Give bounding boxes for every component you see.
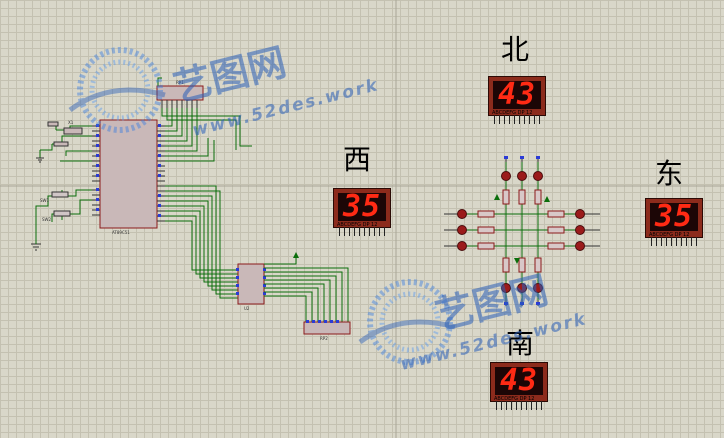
resistor-pack-top-wires bbox=[157, 77, 252, 162]
display-south-digits: 43 bbox=[499, 363, 539, 398]
direction-label-west: 西 bbox=[343, 143, 372, 176]
mcu-pin-dots bbox=[96, 124, 161, 217]
traffic-leds bbox=[457, 171, 585, 293]
driver-chip bbox=[237, 263, 265, 305]
resistor-pack-top-label: RP1 bbox=[176, 80, 184, 85]
power-arrow-intersection-2 bbox=[514, 258, 520, 264]
display-south-pin-label: ABCDEFG DP 12 bbox=[494, 396, 535, 402]
display-south-frame: 43 bbox=[490, 362, 548, 402]
display-north-pin-label: ABCDEFG DP 12 bbox=[492, 110, 533, 116]
display-north-pins bbox=[494, 115, 540, 124]
direction-label-north: 北 bbox=[501, 33, 530, 66]
driver-output-wires bbox=[264, 256, 349, 322]
capacitor-2 bbox=[47, 121, 59, 127]
data-bus-wires bbox=[165, 185, 238, 299]
resistor-pack-bottom bbox=[303, 321, 351, 335]
driver-chip-label: U2 bbox=[244, 306, 250, 311]
display-north[interactable]: 43 ABCDEFG DP 12 bbox=[488, 76, 546, 124]
display-east-pin-label: ABCDEFG DP 12 bbox=[649, 232, 690, 238]
switch-sw1-label: SW1 bbox=[40, 198, 50, 203]
ground-left-2 bbox=[31, 243, 41, 251]
display-south-pins bbox=[496, 401, 542, 410]
resistor-pack-top-pins bbox=[161, 100, 198, 108]
mcu-label: AT89C51 bbox=[112, 230, 130, 235]
resistor-pack-bottom-label: RP2 bbox=[320, 336, 328, 341]
power-arrow-intersection-1 bbox=[494, 194, 500, 200]
display-east-digits: 35 bbox=[654, 199, 694, 234]
crystal-label: X1 bbox=[68, 120, 74, 125]
display-west-frame: 35 bbox=[333, 188, 391, 228]
display-north-frame: 43 bbox=[488, 76, 546, 116]
display-west-digits: 35 bbox=[342, 189, 382, 224]
display-east[interactable]: 35 ABCDEFG DP 12 bbox=[645, 198, 703, 246]
ground-left-1 bbox=[36, 157, 44, 163]
mcu-chip bbox=[99, 119, 158, 229]
resistors-vertical bbox=[502, 189, 542, 273]
led-end-stubs bbox=[444, 213, 600, 247]
display-west[interactable]: 35 ABCDEFG DP 12 bbox=[333, 188, 391, 236]
switch-sw1 bbox=[51, 191, 69, 198]
direction-label-east: 东 bbox=[655, 157, 684, 190]
display-east-frame: 35 bbox=[645, 198, 703, 238]
intersection-pin-dots bbox=[504, 156, 540, 305]
power-arrow-driver bbox=[293, 252, 299, 258]
switch-sw2 bbox=[53, 210, 71, 217]
crystal bbox=[63, 127, 83, 135]
display-south[interactable]: 43 ABCDEFG DP 12 bbox=[490, 362, 548, 410]
driver-chip-dots bbox=[236, 268, 266, 295]
resistor-pack-bottom-dots bbox=[306, 320, 339, 323]
switch-sw2-label: SW2 bbox=[42, 217, 52, 222]
display-west-pin-label: ABCDEFG DP 12 bbox=[337, 222, 378, 228]
clock-circuit bbox=[39, 123, 92, 162]
resistor-pack-top bbox=[156, 85, 204, 101]
display-north-digits: 43 bbox=[497, 77, 537, 112]
mcu-left-pins bbox=[92, 125, 100, 216]
power-arrow-intersection-3 bbox=[544, 196, 550, 202]
resistors-horizontal bbox=[477, 210, 565, 250]
display-west-pins bbox=[339, 227, 385, 236]
capacitor-1 bbox=[53, 141, 69, 147]
direction-label-south: 南 bbox=[506, 327, 535, 360]
display-east-pins bbox=[651, 237, 697, 246]
intersection-wiring bbox=[444, 162, 600, 300]
